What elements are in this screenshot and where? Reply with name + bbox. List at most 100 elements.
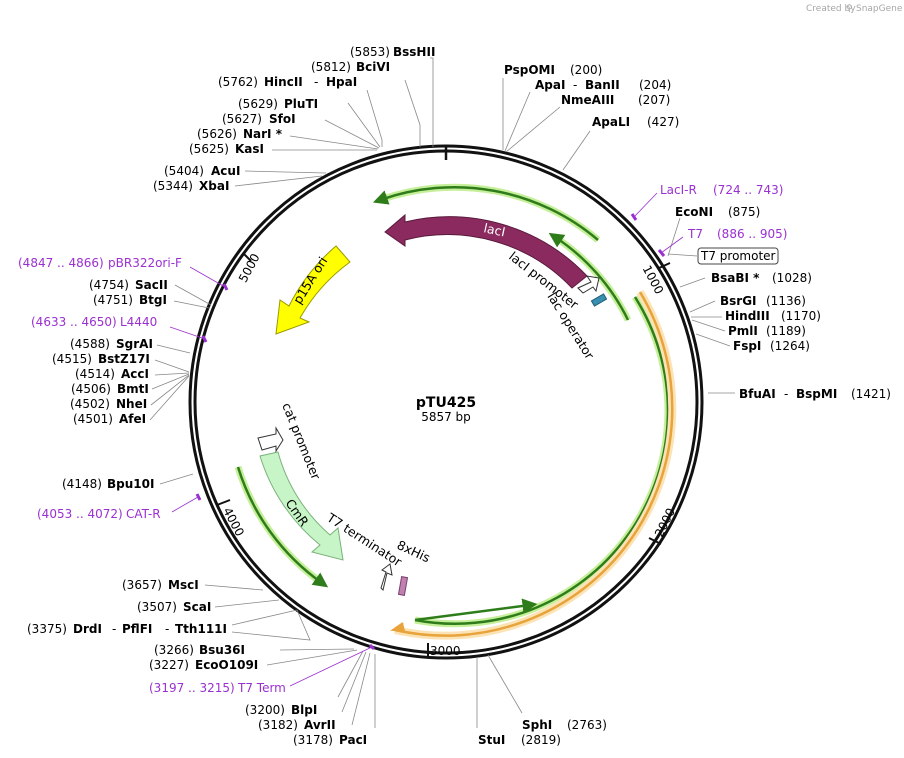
enzyme-name[interactable]: SgrAI	[116, 337, 153, 351]
tick-2000: 2000	[652, 506, 678, 540]
backbone	[188, 144, 704, 660]
enzyme-name[interactable]: DrdI	[73, 622, 102, 636]
laci-orf-arc	[372, 185, 599, 241]
enzyme-name[interactable]: HindIII	[725, 309, 770, 323]
enzyme-name[interactable]: BmtI	[117, 382, 149, 396]
laci-promoter-arrow[interactable]	[577, 275, 600, 294]
enzyme-name[interactable]: AvrII	[304, 718, 336, 732]
enzyme-name[interactable]: BssHII	[393, 45, 435, 59]
t7-terminator-arrow[interactable]	[380, 563, 393, 591]
enzyme-name[interactable]: BlpI	[291, 703, 317, 717]
enzyme-name[interactable]: AcuI	[211, 164, 240, 178]
enzyme-name[interactable]: XbaI	[199, 179, 229, 193]
enzyme-pos: (2763)	[567, 718, 607, 732]
enzyme-pos: (3375)	[27, 622, 67, 636]
enzyme-name[interactable]: FspI	[733, 339, 761, 353]
primer-name[interactable]: T7 Term	[237, 681, 286, 695]
enzyme-pos: (1421)	[851, 387, 891, 401]
enzyme-pos: (5626)	[197, 127, 237, 141]
orange-orf-arc	[394, 291, 674, 637]
enzyme-name[interactable]: BtgI	[139, 293, 167, 307]
cmr-feature[interactable]: CmR	[259, 451, 344, 561]
enzyme-pos: (3266)	[154, 643, 194, 657]
orf-arc-right	[414, 296, 670, 625]
enzyme-name[interactable]: PluTI	[284, 97, 318, 111]
t7-promoter-label: T7 promoter	[700, 249, 776, 263]
cat-promoter-arrow[interactable]	[257, 426, 284, 453]
enzyme-name[interactable]: PmlI	[728, 324, 758, 338]
enzyme-pos: (3227)	[149, 658, 189, 672]
primer-name[interactable]: L4440	[120, 315, 157, 329]
enzyme-name[interactable]: ApaI	[535, 78, 565, 92]
leader-lines	[149, 57, 735, 728]
enzyme-name[interactable]: BspMI	[796, 387, 837, 401]
enzyme-name[interactable]: PspOMI	[504, 63, 555, 77]
enzyme-pos: (875)	[728, 205, 760, 219]
primer-name[interactable]: CAT-R	[126, 507, 161, 521]
enzyme-name[interactable]: PflFI	[122, 622, 152, 636]
orf-arc-upper-right	[548, 232, 630, 321]
enzyme-pos: (2819)	[521, 733, 561, 747]
t7-promoter-callout[interactable]: T7 promoter	[667, 247, 779, 265]
primer-name[interactable]: pBR322ori-F	[108, 256, 182, 270]
primer-name[interactable]: LacI-R	[660, 183, 697, 197]
enzyme-name[interactable]: AfeI	[119, 412, 146, 426]
enzyme-name[interactable]: Bpu10I	[107, 477, 154, 491]
enzyme-pos: (1170)	[781, 309, 821, 323]
his-tag-box[interactable]	[397, 576, 409, 596]
enzyme-name[interactable]: ScaI	[183, 600, 211, 614]
primer-range: (4847 .. 4866)	[18, 256, 104, 270]
cmr-orf-arc	[236, 466, 329, 588]
enzyme-pos: (4501)	[73, 412, 113, 426]
laci-feature[interactable]: lacI	[384, 213, 588, 289]
primer-range: (724 .. 743)	[713, 183, 783, 197]
enzyme-pos: (3178)	[293, 733, 333, 747]
cat-promoter-label: cat promoter	[279, 401, 324, 483]
enzyme-name[interactable]: ApaLI	[592, 115, 630, 129]
enzyme-name[interactable]: SphI	[522, 718, 552, 732]
enzyme-name[interactable]: EcoO109I	[195, 658, 258, 672]
enzyme-name[interactable]: HpaI	[326, 75, 357, 89]
enzyme-name[interactable]: BstZ17I	[98, 352, 150, 366]
enzyme-name[interactable]: NmeAIII	[561, 93, 614, 107]
credit-brand: SnapGene	[856, 4, 903, 14]
svg-text:-: -	[112, 622, 116, 636]
enzyme-name[interactable]: NheI	[116, 397, 147, 411]
enzyme-pos: (5627)	[222, 112, 262, 126]
enzyme-name[interactable]: BsaBI *	[711, 271, 760, 285]
enzyme-name[interactable]: StuI	[478, 733, 505, 747]
enzyme-pos: (1264)	[770, 339, 810, 353]
enzyme-pos: (5629)	[238, 97, 278, 111]
enzyme-name[interactable]: SacII	[135, 278, 168, 292]
enzyme-pos: (204)	[639, 78, 671, 92]
lac-operator-box[interactable]	[590, 293, 608, 307]
enzyme-name[interactable]: BfuAI	[739, 387, 776, 401]
primer-range: (3197 .. 3215)	[149, 681, 235, 695]
enzyme-pos: (200)	[570, 63, 602, 77]
enzyme-name[interactable]: SfoI	[269, 112, 296, 126]
enzyme-name[interactable]: NarI *	[243, 127, 283, 141]
p15a-ori-feature[interactable]: p15A ori	[275, 245, 351, 335]
enzyme-name[interactable]: KasI	[235, 142, 264, 156]
enzyme-name[interactable]: BanII	[585, 78, 620, 92]
enzyme-name[interactable]: EcoNI	[675, 205, 713, 219]
tick-3000: 3000	[430, 644, 461, 658]
primer-range: (886 .. 905)	[717, 227, 787, 241]
enzyme-name[interactable]: Tth111I	[175, 622, 227, 636]
enzyme-name[interactable]: BsrGI	[720, 294, 757, 308]
enzyme-pos: (5404)	[164, 164, 204, 178]
enzyme-name[interactable]: BciVI	[356, 60, 390, 74]
enzyme-name[interactable]: AccI	[121, 367, 149, 381]
enzyme-name[interactable]: Bsu36I	[199, 643, 245, 657]
enzyme-pos: (5853)	[350, 45, 390, 59]
enzyme-name[interactable]: PacI	[339, 733, 367, 747]
enzyme-name[interactable]: MscI	[168, 578, 199, 592]
enzyme-pos: (4754)	[89, 278, 129, 292]
enzyme-pos: (4506)	[71, 382, 111, 396]
enzyme-name[interactable]: HincII	[264, 75, 303, 89]
primer-name[interactable]: T7	[687, 227, 703, 241]
enzyme-pos: (207)	[638, 93, 670, 107]
enzyme-labels: (5853) BssHII (5812) BciVI (5762) HincII…	[27, 45, 891, 747]
plasmid-name: pTU425	[416, 395, 476, 411]
